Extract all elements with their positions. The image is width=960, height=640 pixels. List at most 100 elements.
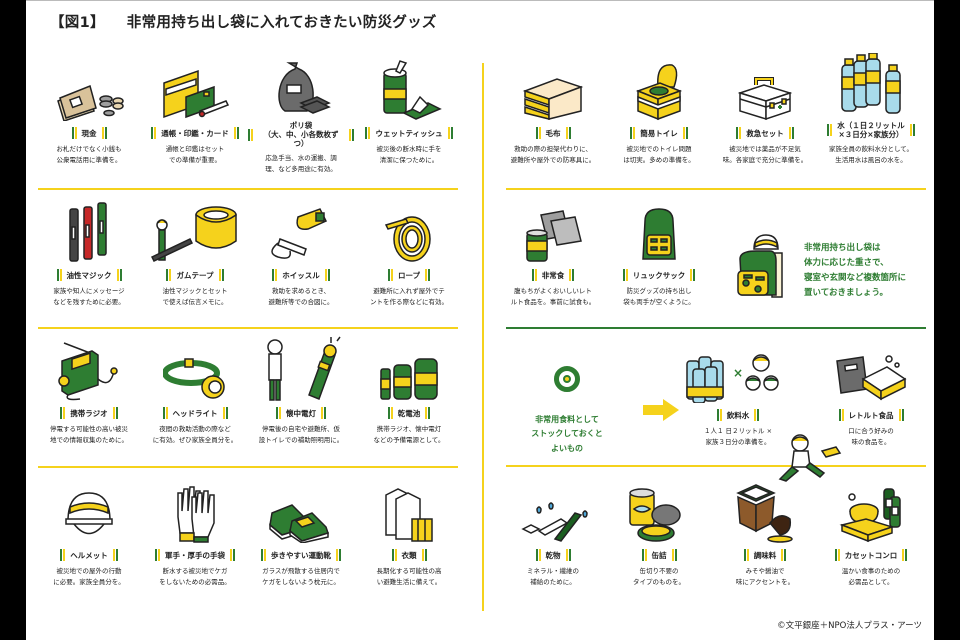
item-label: 通帳・印鑑・カード: [161, 128, 229, 138]
plastic-bag-icon: [248, 53, 354, 115]
item-label: 簡易トイレ: [640, 128, 678, 138]
item-description: 救助の際の担架代わりに、 避難所や屋外での防寒具に。: [510, 145, 596, 164]
bankbook-card-icon: [142, 59, 248, 121]
item-label: 油性マジック: [66, 270, 112, 280]
water-bottles-icon: [818, 53, 924, 115]
item-description: 長期化する可能性の高 い避難生活に備えて。: [376, 567, 442, 586]
cash-icon: [36, 59, 142, 121]
marker-icon: [36, 201, 142, 263]
stock-heading: 非常用食料として ストックしておくと よいもの: [531, 414, 603, 454]
person-with-backpack-icon: [734, 233, 790, 303]
item-description: 被災地では薬品が不足気 味。各家庭で充分に準備を。: [722, 145, 808, 164]
item-retort-food: レトルト食品 口に合う好みの 味の食品を。: [818, 341, 924, 447]
item-drinking-water: × 飲料水 １人１ 日２リットル × 家族３日分の準備を。: [678, 341, 798, 447]
rope-icon: [356, 201, 462, 263]
item-radio: 携帯ラジオ 停電する可能性の高い被災 地での情報収集のために。: [36, 339, 142, 445]
item-description: 被災後の断水時に手を 清潔に保つために。: [376, 145, 442, 164]
item-duct-tape: ガムテープ 油性マジックとセット で使えば伝言メモに。: [142, 201, 248, 307]
item-description: 避難所に入れず屋外でテ ントを作る際などに有効。: [370, 287, 448, 306]
item-label: ヘッドライト: [172, 408, 218, 418]
item-label: ガムテープ: [176, 270, 214, 280]
item-label: 毛布: [545, 128, 561, 138]
emergency-food-icon: [500, 201, 606, 263]
item-label: 歩きやすい運動靴: [271, 550, 331, 560]
figure-label: 【図1】: [50, 15, 105, 31]
row-divider: [38, 466, 458, 468]
item-label: ウェットティッシュ: [375, 128, 443, 138]
item-description: 家族や知人にメッセージ などを残すために必要。: [53, 287, 125, 306]
item-label: 衣類: [401, 550, 417, 560]
retort-food-icon: [818, 341, 924, 403]
item-label: 非常食: [541, 270, 565, 280]
drinking-water-icon: ×: [678, 341, 798, 403]
item-description: 油性マジックとセット で使えば伝言メモに。: [162, 287, 228, 306]
item-description: ミネラル・繊維の 補給のために。: [527, 567, 579, 586]
backpack-note: 非常用持ち出し袋は 体力に応じた重さで、 寝室や玄関など複数箇所に 置いておきま…: [804, 243, 907, 298]
battery-icon: [356, 339, 462, 401]
item-dried-food: 乾物 ミネラル・繊維の 補給のために。: [500, 481, 606, 587]
item-label: ヘルメット: [70, 550, 108, 560]
row-divider: [506, 465, 926, 467]
item-bankbook: 通帳・印鑑・カード 通帳と印鑑はセット での準備が重要。: [142, 59, 248, 165]
item-water: 水（１日２リットル ×３日分×家族分） 家族全員の飲料水分として。 生活用水は風…: [818, 53, 924, 165]
section-divider: [506, 327, 926, 329]
item-wet-tissue: ウェットティッシュ 被災後の断水時に手を 清潔に保つために。: [356, 59, 462, 165]
canned-food-icon: [606, 481, 712, 543]
item-description: 防災グッズの持ち出し 袋も両手が空くように。: [623, 287, 695, 306]
item-description: 口に合う好みの 味の食品を。: [848, 427, 894, 446]
item-gloves: 軍手・厚手の手袋 断水する被災地でケガ をしないための必需品。: [142, 481, 248, 587]
item-helmet: ヘルメット 被災地での屋外の行動 に必要。家族全員分を。: [36, 481, 142, 587]
item-label: 救急セット: [746, 128, 784, 138]
column-divider: [482, 63, 484, 611]
first-aid-kit-icon: [712, 59, 818, 121]
whistle-icon: [248, 201, 354, 263]
item-description: 腹もちがよくおいしいレト ルト食品を。事前に試食も。: [510, 287, 596, 306]
item-flashlight: 懐中電灯 停電後の自宅や避難所、仮 設トイレでの補助照明用に。: [248, 336, 354, 445]
item-blanket: 毛布 救助の際の担架代わりに、 避難所や屋外での防寒具に。: [500, 59, 606, 165]
item-description: 停電後の自宅や避難所、仮 設トイレでの補助照明用に。: [258, 425, 344, 444]
item-marker: 油性マジック 家族や知人にメッセージ などを残すために必要。: [36, 201, 142, 307]
item-label: 水（１日２リットル ×３日分×家族分）: [837, 121, 905, 139]
item-whistle: ホイッスル 救助を求めるとき、 避難所等での合図に。: [248, 201, 354, 307]
item-description: 被災地でのトイレ問題 は切実。多めの準備を。: [623, 145, 695, 164]
item-description: 救助を求めるとき、 避難所等での合図に。: [268, 287, 334, 306]
item-label: 乾物: [545, 550, 561, 560]
row-divider: [506, 188, 926, 190]
clothes-icon: [356, 481, 462, 543]
item-battery: 乾電池 携帯ラジオ、懐中電灯 などの予備電源として。: [356, 339, 462, 445]
item-canned-food: 缶詰 缶切り不要の タイプのものを。: [606, 481, 712, 587]
item-backpack: リュックサック 防災グッズの持ち出し 袋も両手が空くように。: [606, 201, 712, 307]
item-label: 乾電池: [397, 408, 421, 418]
item-emergency-food: 非常食 腹もちがよくおいしいレト ルト食品を。事前に試食も。: [500, 201, 606, 307]
item-label: レトルト食品: [848, 410, 894, 420]
infographic-page: 【図1】非常用持ち出し袋に入れておきたい防災グッズ 現金 お札だけでなく小銭も …: [26, 0, 934, 640]
item-label: 懐中電灯: [286, 408, 316, 418]
item-description: 温かい食事のための 必需品として。: [841, 567, 901, 586]
arrow-right-icon: [643, 399, 679, 421]
item-label: ロープ: [397, 270, 421, 280]
item-description: 家族全員の飲料水分として。 生活用水は風呂の水を。: [828, 145, 914, 164]
item-portable-toilet: 簡易トイレ 被災地でのトイレ問題 は切実。多めの準備を。: [606, 59, 712, 165]
dried-food-icon: [500, 481, 606, 543]
item-first-aid-kit: 救急セット 被災地では薬品が不足気 味。各家庭で充分に準備を。: [712, 59, 818, 165]
item-label: 調味料: [753, 550, 777, 560]
copyright-credit: ©文平銀座＋NPO法人プラス・アーツ: [777, 621, 922, 631]
page-title: 【図1】非常用持ち出し袋に入れておきたい防災グッズ: [50, 11, 437, 32]
item-description: お札だけでなく小銭も 公衆電話用に準備を。: [56, 145, 122, 164]
blanket-icon: [500, 59, 606, 121]
item-label: 軍手・厚手の手袋: [165, 550, 225, 560]
radio-icon: [36, 339, 142, 401]
item-description: ガラスが飛散する住居内で ケガをしないよう枕元に。: [262, 567, 340, 586]
item-label: 缶詰: [651, 550, 667, 560]
gloves-icon: [142, 481, 248, 543]
flashlight-icon: [248, 336, 354, 401]
item-description: 断水する被災地でケガ をしないための必需品。: [159, 567, 231, 586]
item-description: 夜間の救助活動の際など に有効。ぜひ家族全員分を。: [152, 425, 238, 444]
item-description: 停電する可能性の高い被災 地での情報収集のために。: [50, 425, 128, 444]
running-person-icon: [778, 433, 844, 483]
item-headlight: ヘッドライト 夜間の救助活動の際など に有効。ぜひ家族全員分を。: [142, 339, 248, 445]
svg-text:×: ×: [733, 366, 743, 380]
item-description: １人１ 日２リットル × 家族３日分の準備を。: [703, 427, 773, 446]
seasoning-icon: [712, 481, 818, 543]
item-description: みそや醤油で 味にアクセントを。: [735, 567, 795, 586]
